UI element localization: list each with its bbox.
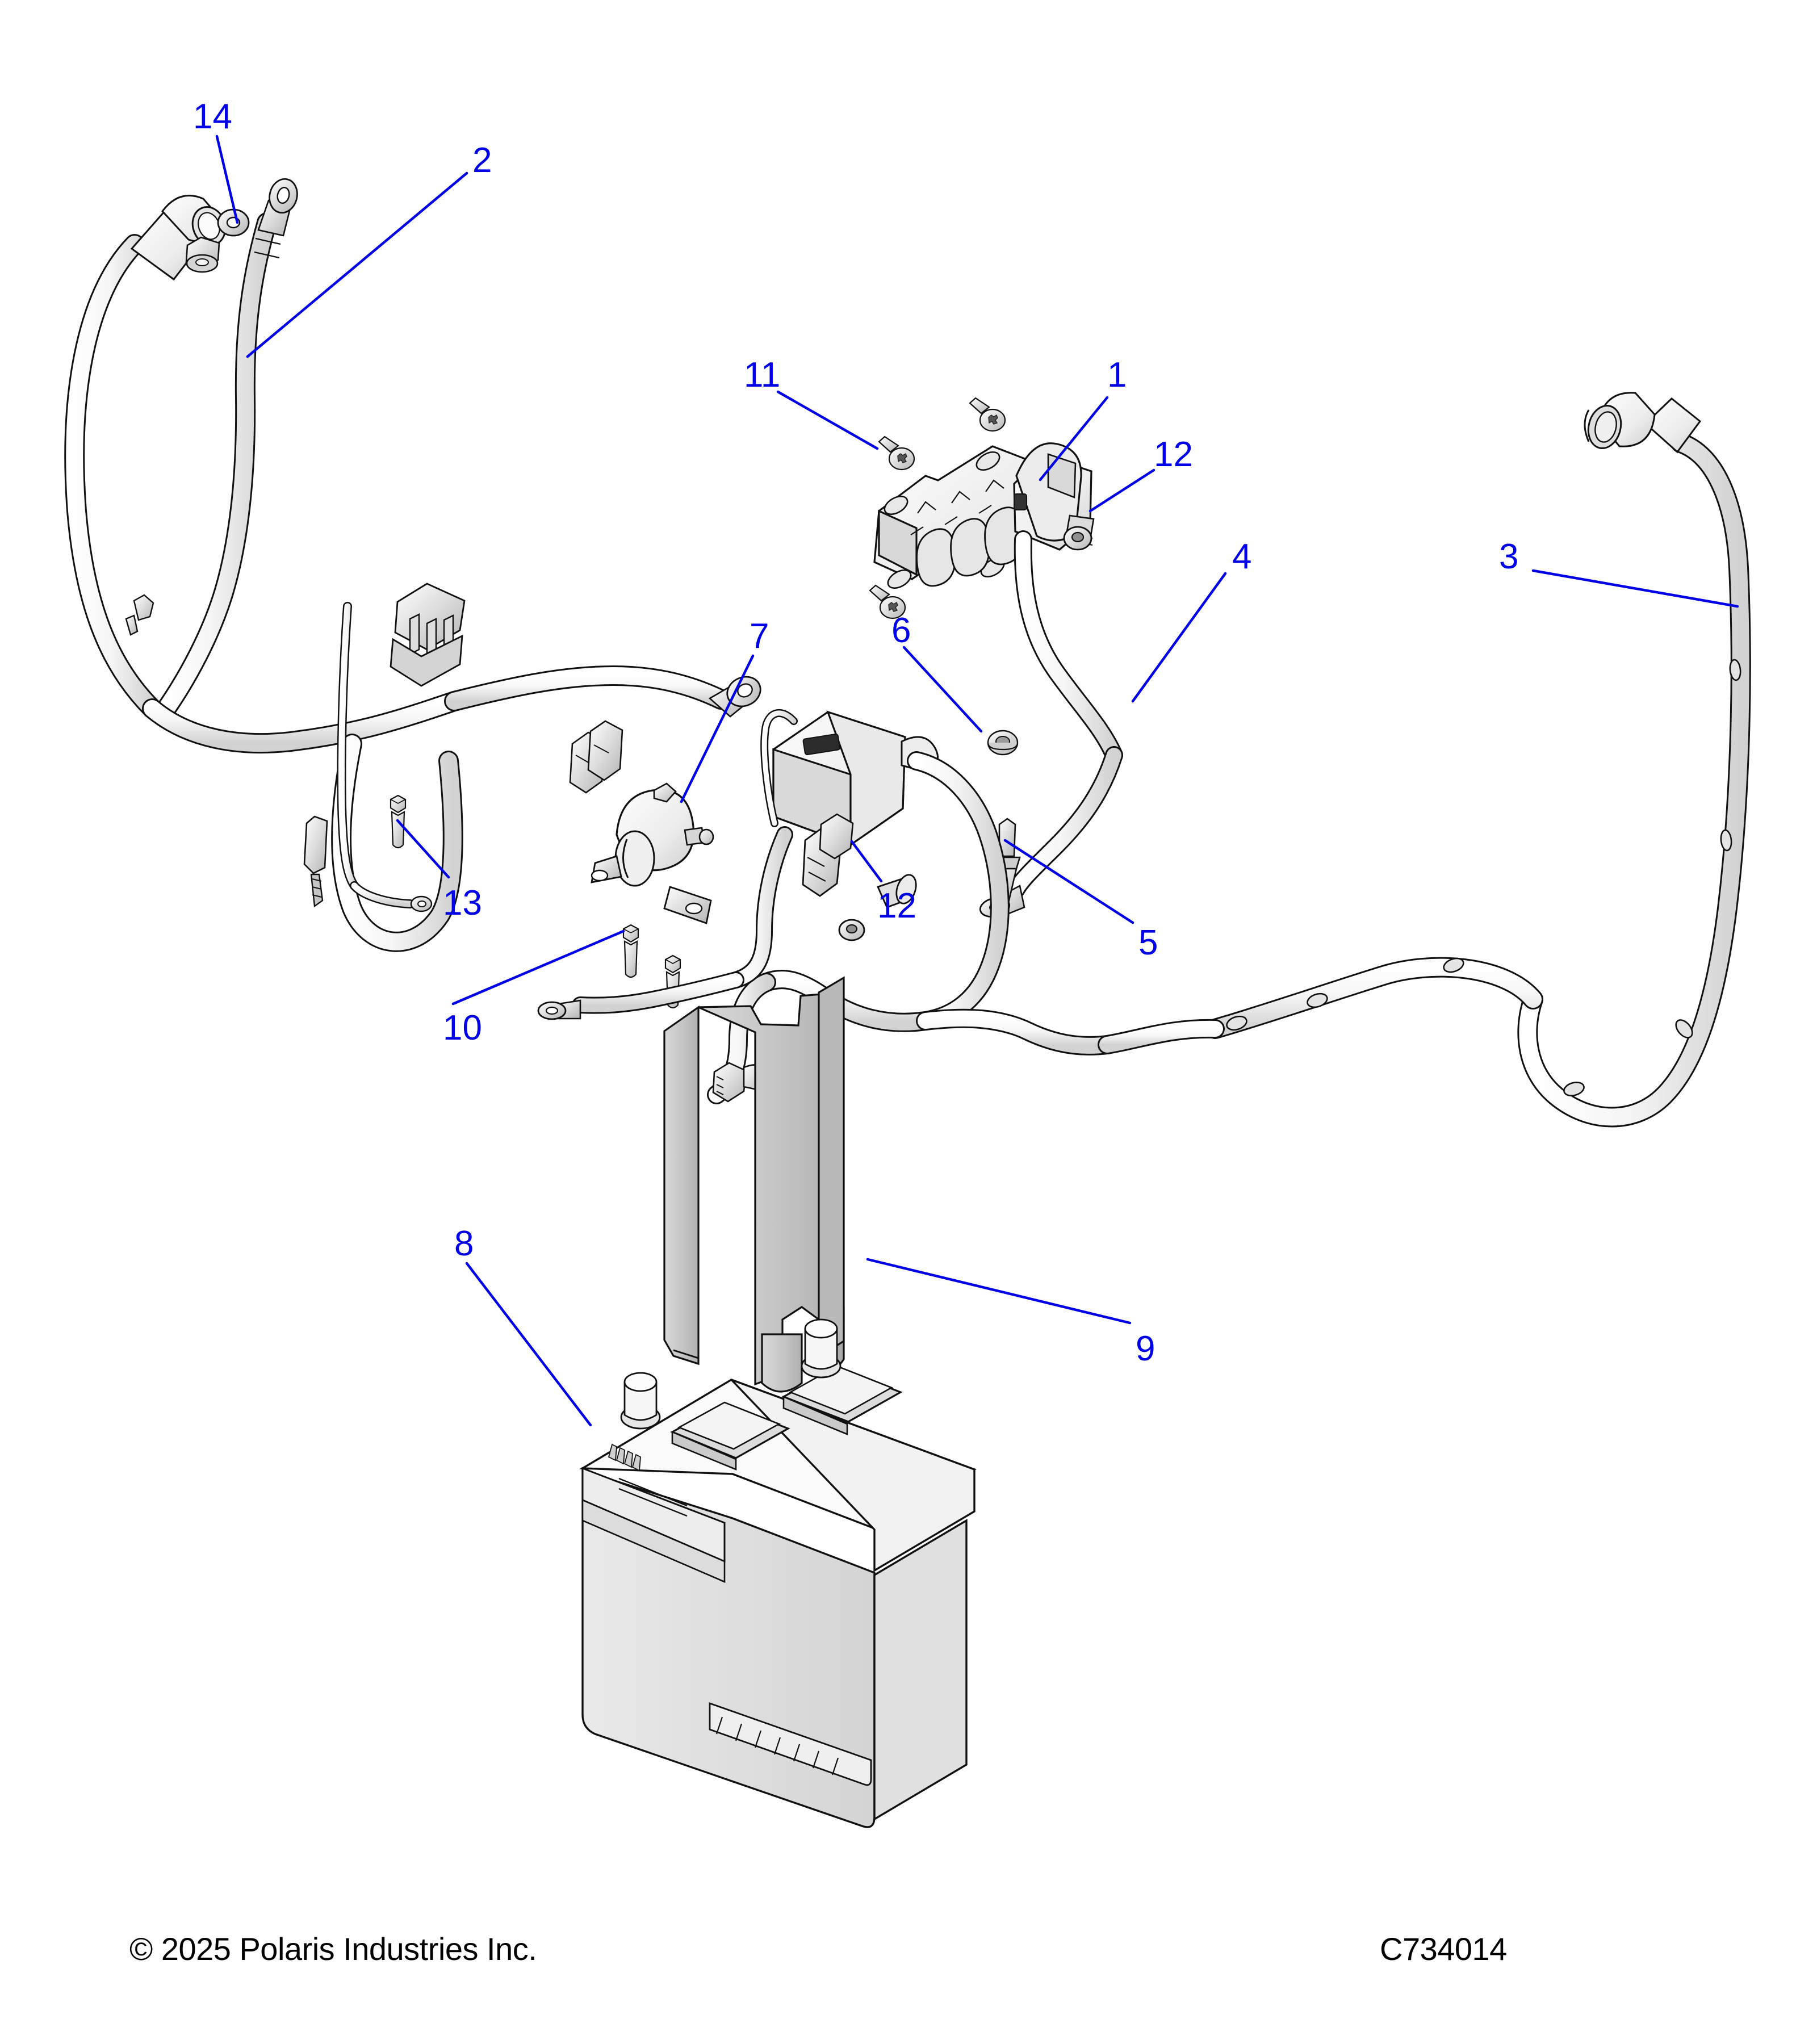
callout-label-13[interactable]: 13 bbox=[443, 883, 482, 923]
drawing-part-number: C734014 bbox=[1380, 1931, 1507, 1967]
callout-label-5[interactable]: 5 bbox=[1138, 923, 1158, 962]
part-6-nut bbox=[987, 730, 1019, 756]
leader-line-5 bbox=[1003, 839, 1134, 924]
leader-line-8 bbox=[465, 1262, 592, 1427]
leader-line-2 bbox=[246, 171, 468, 358]
cable-clip-left bbox=[125, 594, 154, 636]
part-7-starter-solenoid bbox=[591, 782, 714, 924]
leader-line-9 bbox=[866, 1258, 1132, 1325]
callout-label-3[interactable]: 3 bbox=[1499, 537, 1519, 576]
ring-terminal-small-left bbox=[410, 895, 433, 912]
leader-line-11 bbox=[776, 390, 879, 450]
part-12-nut-upper bbox=[1063, 526, 1092, 551]
leader-line-4 bbox=[1131, 572, 1227, 703]
callout-label-10[interactable]: 10 bbox=[443, 1008, 482, 1048]
leader-line-7 bbox=[680, 654, 755, 803]
battery-terminal-positive bbox=[801, 1318, 841, 1379]
leader-line-1 bbox=[1039, 396, 1109, 481]
harness-tree-clip bbox=[303, 815, 328, 908]
leader-line-12 bbox=[850, 840, 883, 883]
part-8-battery bbox=[579, 1318, 977, 1828]
callout-label-9[interactable]: 9 bbox=[1136, 1329, 1155, 1368]
leader-line-3 bbox=[1531, 569, 1739, 608]
inline-connector-pair bbox=[569, 720, 623, 794]
part-2-battery-cable-negative bbox=[64, 178, 298, 721]
callout-label-11[interactable]: 11 bbox=[744, 355, 781, 395]
leader-line-6 bbox=[902, 646, 983, 733]
ring-terminal-top bbox=[254, 178, 298, 259]
callout-label-2[interactable]: 2 bbox=[472, 141, 492, 180]
callout-label-14[interactable]: 14 bbox=[193, 97, 232, 136]
callout-label-4[interactable]: 4 bbox=[1232, 537, 1252, 576]
callout-label-12[interactable]: 12 bbox=[1154, 435, 1193, 474]
callout-label-8[interactable]: 8 bbox=[454, 1224, 474, 1263]
copyright-notice: © 2025 Polaris Industries Inc. bbox=[129, 1931, 537, 1967]
part-1-fuse-relay-block bbox=[873, 442, 1123, 764]
grommet bbox=[185, 236, 220, 273]
callout-leader-lines bbox=[215, 135, 1739, 1427]
harness-lower-left bbox=[142, 583, 761, 952]
leader-line-14 bbox=[215, 135, 239, 224]
terminal-boot-item3 bbox=[1584, 392, 1702, 454]
leader-line-13 bbox=[396, 819, 450, 879]
battery-terminal-negative bbox=[620, 1372, 661, 1430]
part-12-nut-lower bbox=[838, 919, 865, 941]
leader-line-12 bbox=[1088, 468, 1155, 513]
harness-inline-connector bbox=[802, 813, 854, 897]
callout-label-7[interactable]: 7 bbox=[750, 617, 769, 656]
callout-label-12-b[interactable]: 12 bbox=[877, 886, 916, 925]
part-3-battery-cable-long bbox=[1205, 392, 1751, 1128]
callout-label-1[interactable]: 1 bbox=[1107, 355, 1127, 395]
callout-label-6[interactable]: 6 bbox=[891, 611, 911, 650]
cable-clamp-upper bbox=[390, 583, 466, 687]
part-14-washer bbox=[217, 208, 250, 237]
leader-line-10 bbox=[451, 929, 625, 1006]
ring-terminal-solenoid-lead bbox=[537, 999, 581, 1020]
ring-terminal-mid-right bbox=[708, 676, 761, 718]
cable-sleeve-end bbox=[877, 874, 917, 908]
